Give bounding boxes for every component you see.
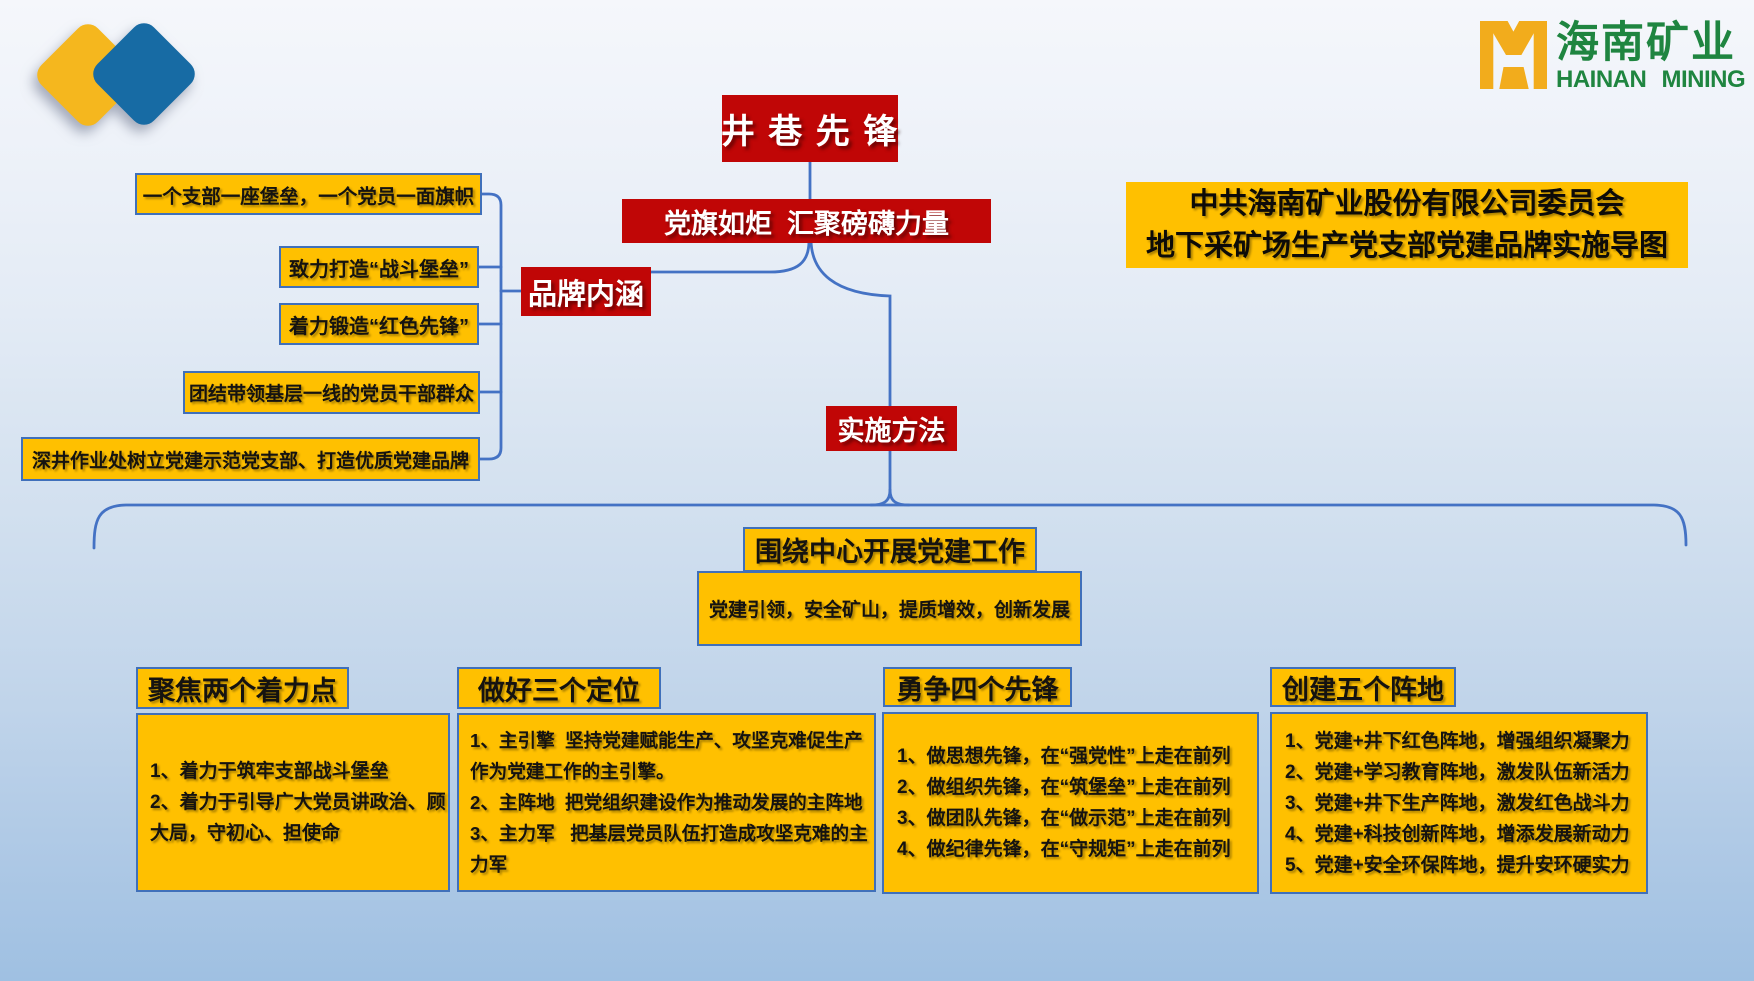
- bracket-center-flare-left: [869, 488, 892, 507]
- wide-bracket: [92, 503, 1688, 550]
- column-line: 4、党建+科技创新阵地，增添发展新动力: [1285, 823, 1630, 845]
- center-work-box: 围绕中心开展党建工作: [743, 527, 1037, 572]
- brand-name-en: HAINAN MINING: [1556, 66, 1746, 93]
- column-header: 做好三个定位: [457, 667, 661, 709]
- column-line: 2、党建+学习教育阵地，激发队伍新活力: [1285, 761, 1630, 783]
- column-header: 聚焦两个着力点: [136, 667, 349, 709]
- map-title-line2: 地下采矿场生产党支部党建品牌实施导图: [1145, 230, 1668, 262]
- bracket-center-flare-right: [888, 488, 911, 507]
- map-title-box: 中共海南矿业股份有限公司委员会 地下采矿场生产党支部党建品牌实施导图: [1126, 182, 1688, 268]
- column-header: 创建五个阵地: [1270, 667, 1456, 707]
- column-body: 1、党建+井下红色阵地，增强组织凝聚力 2、党建+学习教育阵地，激发队伍新活力 …: [1270, 712, 1648, 894]
- column-line: 3、主力军 把基层党员队伍打造成攻坚克难的主力军: [470, 823, 868, 875]
- column-body: 1、主引擎 坚持党建赋能生产、攻坚克难促生产作为党建工作的主引擎。 2、主阵地 …: [457, 713, 876, 892]
- left-bracket-spine: [474, 192, 503, 461]
- implementation-node: 实施方法: [826, 406, 957, 451]
- brand-name-zh: 海南矿业: [1556, 19, 1736, 67]
- brand-text: 海南矿业 HAINAN MINING: [1556, 19, 1746, 93]
- brand-meaning-item: 着力锻造“红色先锋”: [279, 303, 479, 345]
- column-line: 3、党建+井下生产阵地，激发红色战斗力: [1285, 792, 1630, 814]
- brand-meaning-item: 一个支部一座堡垒，一个党员一面旗帜: [135, 173, 482, 215]
- brand-meaning-item: 深井作业处树立党建示范党支部、打造优质党建品牌: [21, 437, 480, 481]
- map-title-line1: 中共海南矿业股份有限公司委员会: [1189, 188, 1625, 220]
- column-line: 1、着力于筑牢支部战斗堡垒: [150, 761, 389, 782]
- column-body: 1、做思想先锋，在“强党性”上走在前列 2、做组织先锋，在“筑堡垒”上走在前列 …: [882, 712, 1259, 894]
- column-line: 1、做思想先锋，在“强党性”上走在前列: [897, 746, 1231, 767]
- line-slogan-to-brand-meaning: [648, 239, 811, 274]
- brand-meaning-node: 品牌内涵: [521, 267, 651, 316]
- brand-meaning-item: 团结带领基层一线的党员干部群众: [183, 371, 480, 414]
- slogan-node: 党旗如炬 汇聚磅礴力量: [622, 199, 991, 243]
- column-line: 4、做纪律先锋，在“守规矩”上走在前列: [897, 839, 1231, 860]
- line-slogan-to-implementation: [809, 239, 892, 492]
- column-line: 2、主阵地 把党组织建设作为推动发展的主阵地: [470, 792, 863, 813]
- column-line: 5、党建+安全环保阵地，提升安环硬实力: [1285, 854, 1630, 876]
- root-node: 井 巷 先 锋: [721, 95, 898, 162]
- column-body: 1、着力于筑牢支部战斗堡垒 2、着力于引导广大党员讲政治、顾大局，守初心、担使命: [136, 713, 450, 892]
- brand-meaning-item: 致力打造“战斗堡垒”: [279, 246, 479, 288]
- twin-diamond-logo: [0, 0, 260, 180]
- mining-m-icon: [1480, 21, 1547, 89]
- column-header: 勇争四个先锋: [883, 667, 1072, 707]
- column-line: 2、着力于引导广大党员讲政治、顾大局，守初心、担使命: [150, 792, 446, 844]
- column-line: 2、做组织先锋，在“筑堡垒”上走在前列: [897, 777, 1231, 798]
- column-line: 1、主引擎 坚持党建赋能生产、攻坚克难促生产作为党建工作的主引擎。: [470, 730, 863, 782]
- column-line: 1、党建+井下红色阵地，增强组织凝聚力: [1285, 730, 1630, 752]
- center-work-sub-box: 党建引领，安全矿山，提质增效，创新发展: [697, 571, 1082, 646]
- hainan-mining-logo: 海南矿业 HAINAN MINING: [1480, 19, 1746, 93]
- column-line: 3、做团队先锋，在“做示范”上走在前列: [897, 808, 1231, 829]
